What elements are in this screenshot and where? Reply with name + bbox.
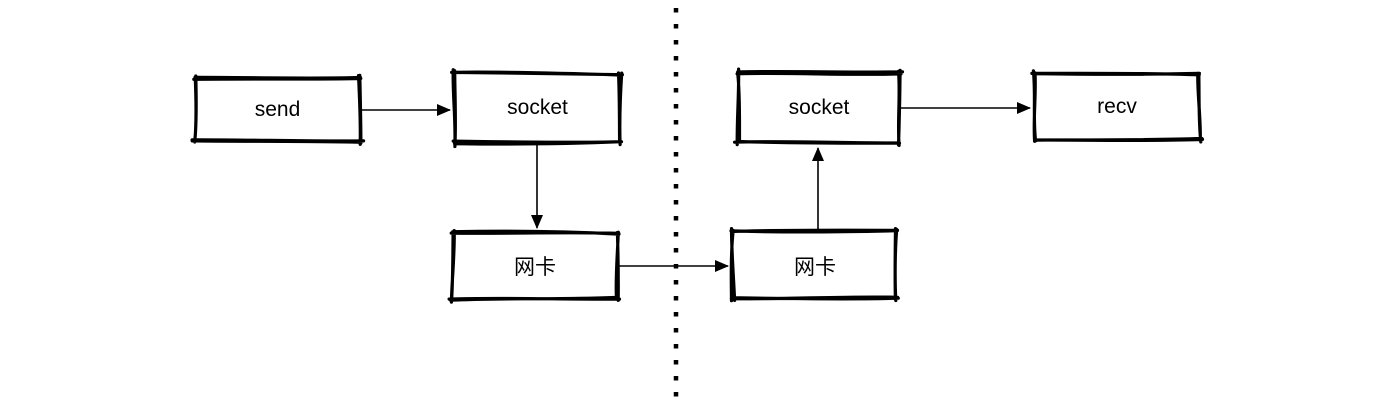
node-nic-receiver-box: [729, 227, 900, 303]
node-socket-sender-box: [450, 68, 624, 149]
node-socket-receiver-box: [733, 67, 905, 147]
node-send-box: [190, 73, 366, 146]
node-nic-sender-box: [447, 229, 622, 304]
node-recv-box: [1030, 69, 1205, 144]
